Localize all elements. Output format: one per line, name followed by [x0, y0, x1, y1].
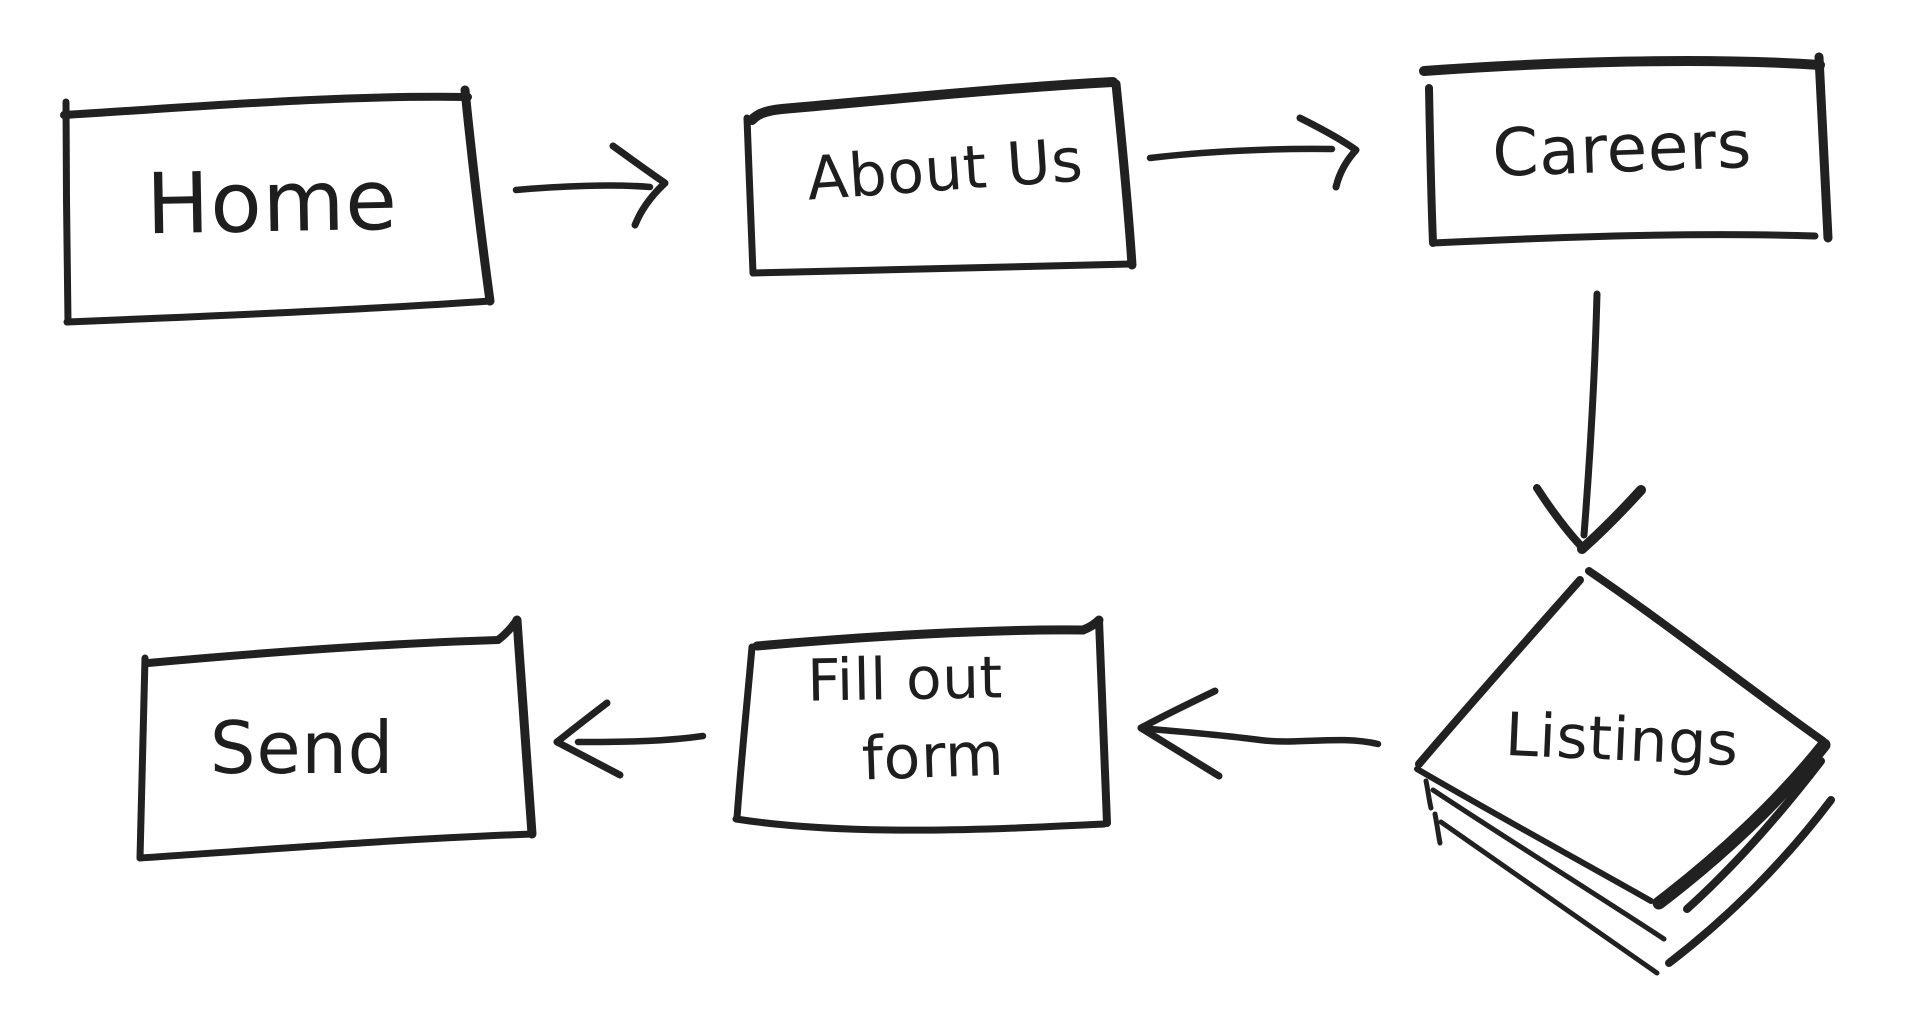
listings-diamond-topleft-stroke: [1415, 576, 1584, 768]
node-shape-careers: [1419, 52, 1833, 247]
fill-box-bottom-stroke: [732, 815, 1108, 834]
edge-fill-out-form-to-send: [553, 699, 707, 779]
careers-box-right-stroke: [1814, 52, 1833, 243]
node-label-home: Home: [145, 150, 399, 254]
fill-box-right-stroke: [1095, 616, 1111, 827]
send-box-right-stroke: [512, 615, 537, 839]
about-box-left-stroke: [743, 114, 757, 277]
node-label-fill-out-form-line1: Fill out: [806, 643, 1004, 715]
home-box-left-stroke: [62, 98, 72, 326]
listings-diamond-topright-stroke: [1585, 567, 1827, 745]
careers-box-bottom-stroke: [1429, 231, 1819, 247]
listings-diamond-bottomright-stroke: [1652, 738, 1831, 910]
edge-home-to-about-us: [512, 142, 669, 229]
careers-box-top-stroke: [1419, 55, 1825, 76]
edge1-line: [512, 182, 654, 194]
edge2-line: [1146, 145, 1336, 162]
edge3-line: [1580, 290, 1601, 539]
edge4-line: [1146, 725, 1382, 748]
about-box-right-stroke: [1111, 79, 1137, 270]
node-shape-send: [136, 615, 537, 862]
edge3-arrowhead-left-wing: [1533, 484, 1585, 550]
about-box-bottom-stroke: [749, 260, 1135, 277]
listings-sheet3-left-tick: [1432, 811, 1443, 846]
send-box-top-stroke: [144, 616, 521, 667]
node-label-listings: Listings: [1503, 699, 1741, 781]
home-box-top-stroke: [60, 92, 472, 119]
node-shape-home: [60, 85, 495, 326]
node-shape-about-us: [743, 77, 1137, 277]
edge5-line: [574, 732, 707, 746]
node-label-careers: Careers: [1490, 105, 1754, 193]
listings-sheet2-right-stroke: [1683, 757, 1825, 913]
careers-box-left-stroke: [1425, 84, 1437, 247]
listings-sheet3-left-stroke: [1438, 819, 1660, 976]
edge-listings-to-fill-out-form: [1137, 687, 1382, 780]
node-label-send: Send: [209, 706, 395, 790]
edge-careers-to-listings: [1533, 290, 1646, 554]
edge2-arrowhead: [1296, 114, 1360, 191]
edge4-arrowhead-upper-wing: [1137, 687, 1219, 732]
listings-diamond-bottomleft-stroke: [1414, 766, 1654, 904]
send-box-bottom-stroke: [136, 830, 536, 862]
home-box-right-stroke: [460, 85, 495, 306]
node-shape-listings: [1414, 567, 1835, 976]
edge5-arrowhead-upper-wing: [553, 699, 611, 746]
node-shape-fill-out-form: [732, 615, 1111, 834]
listings-sheet2-left-stroke: [1430, 787, 1667, 942]
edge3-arrowhead-right-wing: [1577, 485, 1646, 554]
edge-about-us-to-careers: [1146, 114, 1360, 191]
edge4-arrowhead-lower-wing: [1137, 724, 1223, 780]
listings-sheet3-right-stroke: [1665, 796, 1835, 967]
send-box-left-stroke: [136, 654, 149, 862]
about-box-top-stroke: [747, 77, 1118, 125]
edge5-arrowhead-lower-wing: [553, 738, 624, 779]
node-label-fill-out-form-line2: form: [860, 719, 1006, 795]
listings-sheet2-left-tick: [1423, 778, 1434, 811]
edge1-arrowhead: [609, 142, 669, 229]
fill-box-left-stroke: [733, 643, 756, 822]
home-box-bottom-stroke: [63, 297, 494, 326]
fill-box-top-stroke: [752, 615, 1104, 651]
